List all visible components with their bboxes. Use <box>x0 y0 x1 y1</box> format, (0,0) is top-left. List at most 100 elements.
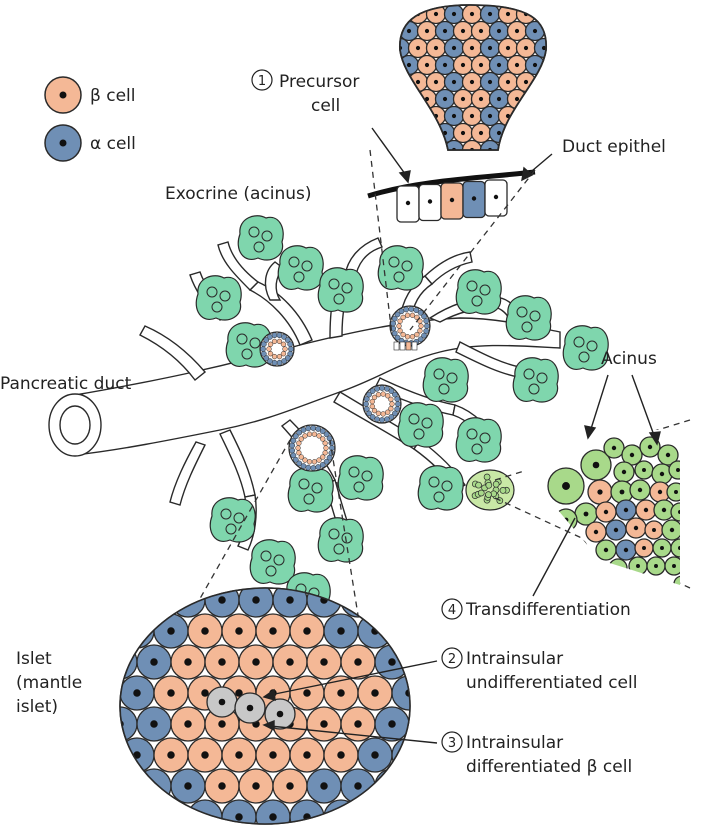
alpha-cell <box>399 88 420 110</box>
beta-cell <box>170 644 206 680</box>
acinar-cluster <box>562 325 609 371</box>
number-4-badge <box>441 598 463 620</box>
islet-label-line3: islet) <box>16 697 58 717</box>
beta-cell <box>497 37 519 59</box>
alpha-cell <box>434 54 456 76</box>
alpha-cell <box>399 71 411 93</box>
acinar-cell <box>580 449 612 481</box>
alpha-cell <box>615 499 637 521</box>
beta-cell <box>289 613 325 649</box>
acinar-cell <box>591 561 609 579</box>
acinar-cell <box>670 538 680 558</box>
precursor-label-line2: cell <box>311 96 340 116</box>
beta-cell <box>634 538 654 558</box>
undiff-label-line1: Intrainsular <box>466 649 563 669</box>
alpha-cell <box>153 613 189 649</box>
alpha-cell <box>488 20 510 42</box>
beta-cell <box>170 706 206 742</box>
beta-cell <box>255 737 291 773</box>
acinar-cell <box>613 461 635 483</box>
acinar-cell <box>634 460 654 480</box>
beta-cell <box>625 517 647 539</box>
number-2: 2 <box>448 652 456 667</box>
label-undifferentiated: 2 Intrainsular undifferentiated cell <box>441 647 637 693</box>
islet-label-line1: Islet <box>16 649 52 669</box>
acinar-cluster <box>455 269 502 315</box>
acinar-cluster <box>317 267 364 313</box>
beta-cell <box>272 644 308 680</box>
beta-cell <box>506 20 528 42</box>
acinar-cluster <box>422 357 469 403</box>
transdifferentiation-label: Transdifferentiation <box>465 600 631 620</box>
acinar-cluster <box>455 417 502 463</box>
alpha-cell <box>399 122 420 144</box>
acinar-cluster <box>195 275 242 321</box>
mini-islet <box>259 331 295 367</box>
label-transdifferentiation: 4 Transdifferentiation <box>441 598 631 620</box>
beta-cell <box>289 737 325 773</box>
beta-cell <box>461 139 483 150</box>
acinar-cell <box>629 479 651 501</box>
acinar-cluster <box>417 465 464 511</box>
beta-cell <box>187 737 223 773</box>
alpha-cell <box>443 105 465 127</box>
acinar-cluster <box>277 245 324 291</box>
alpha-cell <box>357 737 393 773</box>
small-acinus <box>465 469 515 511</box>
alpha-cell <box>204 588 240 618</box>
beta-cell <box>497 71 519 93</box>
alpha-cell <box>479 139 501 150</box>
acinar-cluster <box>317 517 364 563</box>
epithelial-cell <box>418 183 442 222</box>
alpha-cell <box>399 5 411 25</box>
legend-beta-label: β cell <box>90 86 136 106</box>
label-islet: Islet (mantle islet) <box>16 649 82 717</box>
beta-cell <box>452 20 474 42</box>
acinus-zoom <box>520 430 680 585</box>
acinar-cluster <box>377 245 424 291</box>
legend: β cell α cell <box>44 76 136 162</box>
number-4: 4 <box>448 603 456 618</box>
legend-alpha-swatch <box>44 124 82 162</box>
beta-cell <box>587 479 613 505</box>
beta-cell <box>635 499 657 521</box>
alpha-cell <box>443 37 465 59</box>
acinar-cluster <box>512 357 559 403</box>
undifferentiated-cell <box>206 686 238 718</box>
alpha-cell <box>136 706 172 742</box>
beta-cell <box>470 54 492 76</box>
beta-cell <box>461 71 483 93</box>
alpha-cell <box>434 88 456 110</box>
acinar-cluster <box>397 402 444 448</box>
alpha-cell <box>443 5 465 25</box>
epithelial-cell <box>484 179 508 217</box>
alpha-cell <box>120 644 138 680</box>
acinar-cell <box>646 556 666 576</box>
label-differentiated: 3 Intrainsular differentiated β cell <box>441 731 632 777</box>
undifferentiated-cell <box>234 692 266 724</box>
beta-cell <box>644 520 664 540</box>
beta-cell <box>515 105 537 127</box>
beta-cell <box>340 706 376 742</box>
epithelial-cell <box>396 185 420 223</box>
acinar-cluster <box>209 497 256 543</box>
alpha-cell <box>399 105 411 127</box>
beta-cell <box>497 139 519 150</box>
mini-islet <box>288 424 336 472</box>
alpha-cell <box>488 54 510 76</box>
acinar-cell <box>568 538 588 558</box>
number-2-badge <box>441 647 463 669</box>
beta-cell <box>238 768 274 804</box>
beta-cell <box>461 105 483 127</box>
islet-label-line2: (mantle <box>16 673 82 693</box>
beta-cell <box>425 139 447 150</box>
beta-cell <box>255 613 291 649</box>
alpha-cell <box>289 799 325 824</box>
beta-cell <box>416 20 438 42</box>
alpha-cell <box>524 20 546 42</box>
acinar-cell <box>673 575 680 585</box>
alpha-cell <box>434 20 456 42</box>
alpha-cell <box>443 71 465 93</box>
alpha-cell <box>524 122 546 144</box>
